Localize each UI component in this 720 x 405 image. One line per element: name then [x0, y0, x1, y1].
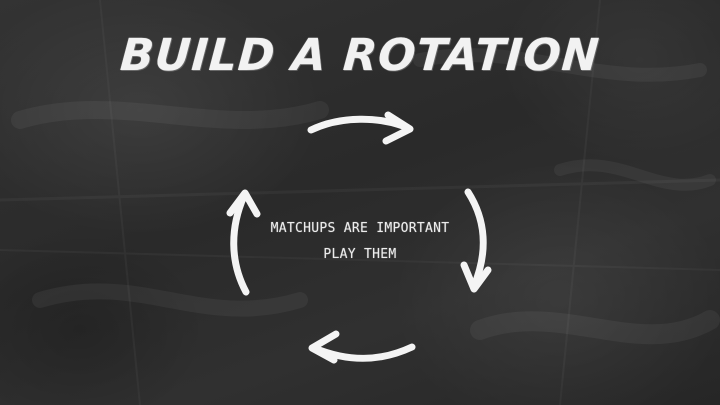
center-caption: MATCHUPS ARE IMPORTANT PLAY THEM	[230, 216, 490, 268]
right-arrow	[460, 188, 492, 293]
center-line-1: MATCHUPS ARE IMPORTANT	[270, 221, 450, 236]
top-arrow	[307, 111, 414, 145]
bottom-arrow	[308, 330, 416, 364]
left-arrow	[226, 189, 261, 296]
center-line-2: PLAY THEM	[323, 247, 397, 262]
